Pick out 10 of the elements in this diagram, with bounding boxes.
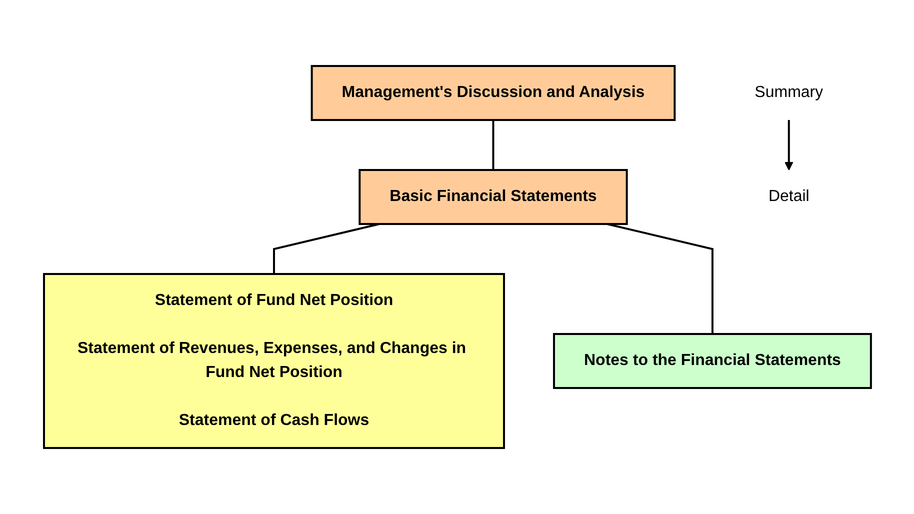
node-box: Notes to the Financial Statements xyxy=(552,333,872,389)
connector xyxy=(272,223,380,274)
node-text: Summary xyxy=(754,84,823,101)
connector xyxy=(492,120,494,170)
connector xyxy=(606,223,713,334)
arrow xyxy=(784,120,793,170)
node-box: Statement of Fund Net Position Statement of Revenues, Expenses, and Changes in Fund Net Position Statement of Cash Flows xyxy=(42,273,505,449)
node-text: Detail xyxy=(768,188,809,205)
node-box: Basic Financial Statements xyxy=(358,169,628,225)
node-box: Management's Discussion and Analysis xyxy=(310,65,676,121)
